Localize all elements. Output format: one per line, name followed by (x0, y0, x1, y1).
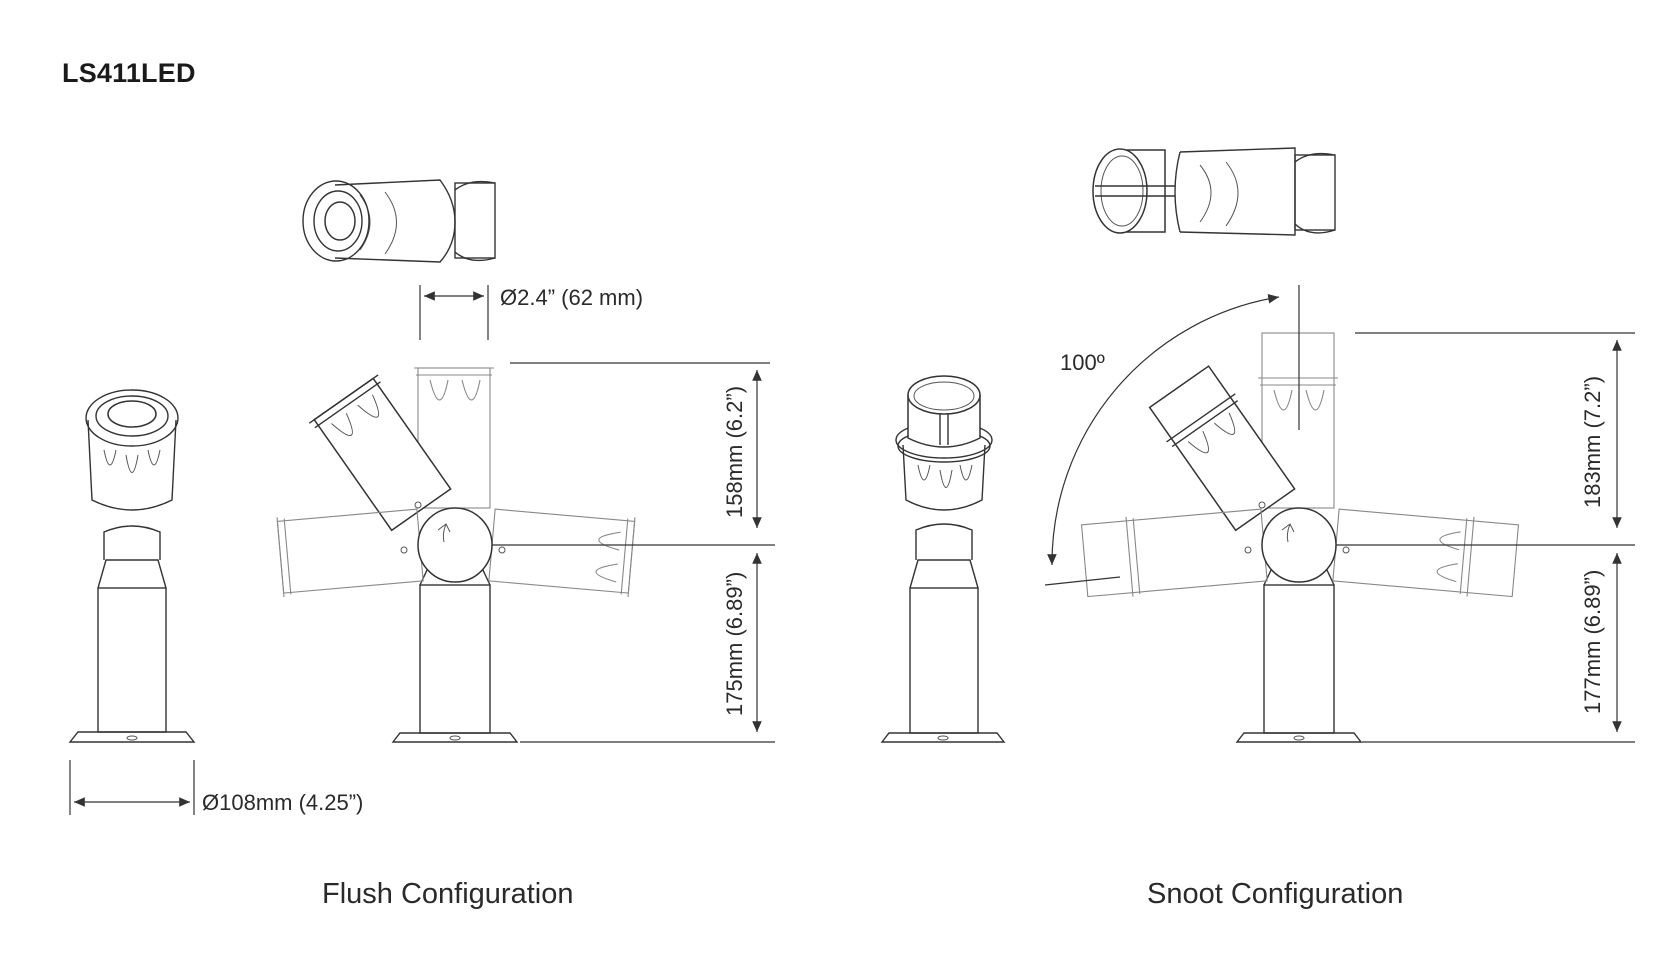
base-diameter-label: Ø108mm (4.25”) (202, 790, 364, 815)
flush-lower-height-label: 175mm (6.89”) (722, 571, 747, 716)
flush-height-dimensions (492, 362, 775, 743)
snoot-upper-height-label: 183mm (7.2”) (1580, 375, 1605, 508)
rotation-angle-arc (1047, 293, 1280, 566)
snoot-top-view (1092, 147, 1336, 236)
flush-top-view (302, 179, 496, 263)
head-diameter-dimension (419, 285, 489, 340)
flush-head-diameter-label: Ø2.4” (62 mm) (500, 285, 644, 310)
flush-side-view (276, 367, 636, 743)
snoot-front-view (880, 375, 1006, 743)
base-diameter-dimension (69, 760, 195, 815)
rotation-angle-label: 100º (1060, 350, 1105, 375)
snoot-configuration-caption: Snoot Configuration (1147, 878, 1404, 910)
snoot-side-view (1044, 285, 1520, 743)
flush-front-view (68, 389, 196, 743)
snoot-height-dimensions (1336, 332, 1635, 743)
snoot-lower-height-label: 177mm (6.89”) (1580, 569, 1605, 714)
product-title: LS411LED (62, 58, 196, 88)
flush-upper-height-label: 158mm (6.2”) (722, 385, 747, 518)
flush-configuration-caption: Flush Configuration (322, 878, 574, 910)
